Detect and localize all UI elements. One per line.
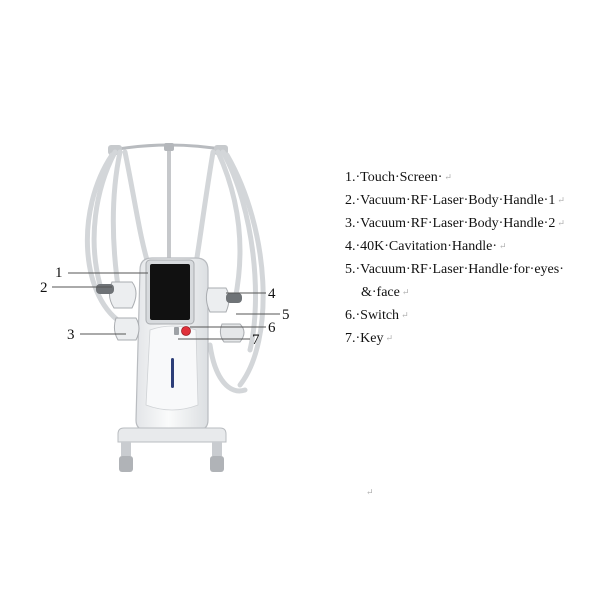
callout-number-3: 3 [67,327,75,343]
legend-item-text: 4.·40K·Cavitation·Handle· [345,239,498,254]
callout-number-1: 1 [55,265,63,281]
legend-item: 2.·Vacuum·RF·Laser·Body·Handle·1↵ [345,189,595,212]
touch-screen [145,259,195,325]
paragraph-mark: ↵ [401,310,409,321]
legend-item: 1.·Touch·Screen·↵ [345,166,595,189]
legend-item: 5.·Vacuum·RF·Laser·Handle·for·eyes· [345,258,595,281]
switch [181,326,191,336]
legend-item-text: 1.·Touch·Screen· [345,170,443,185]
legend-item-text: 5.·Vacuum·RF·Laser·Handle·for·eyes· [345,262,564,277]
legend-item: 4.·40K·Cavitation·Handle·↵ [345,235,595,258]
paragraph-mark: ↵ [385,333,394,344]
body-handle-2 [113,317,140,341]
callout-number-2: 2 [40,280,48,296]
callout-number-4: 4 [268,286,276,302]
paragraph-mark: ↵ [444,172,452,183]
callout-number-5: 5 [282,307,290,323]
paragraph-mark: ↵ [401,287,410,298]
legend-item-continuation: &·face↵ [345,281,595,304]
legend-item: 6.·Switch↵ [345,304,595,327]
paragraph-mark: ↵ [366,487,374,497]
legend-item-text: 3.·Vacuum·RF·Laser·Body·Handle·2 [345,216,556,231]
legend-item-text: 6.·Switch [345,308,400,323]
legend-item-text: 2.·Vacuum·RF·Laser·Body·Handle·1 [345,193,556,208]
body-handle-1 [96,281,137,309]
callout-number-6: 6 [268,320,276,336]
caster-wheel [210,442,224,472]
accent-stripe [171,358,174,388]
legend-item-text: 7.·Key [345,331,384,346]
parts-legend: 1.·Touch·Screen·↵ 2.·Vacuum·RF·Laser·Bod… [345,166,595,350]
paragraph-mark: ↵ [499,241,507,252]
caster-wheel [119,442,133,472]
key [174,327,179,335]
callout-number-7: 7 [252,332,260,348]
paragraph-mark: ↵ [557,195,565,206]
legend-item-text: &·face [361,285,400,300]
legend-item: 7.·Key↵ [345,327,595,350]
legend-item: 3.·Vacuum·RF·Laser·Body·Handle·2↵ [345,212,595,235]
paragraph-mark: ↵ [557,218,565,229]
callout-lines [52,272,280,340]
cavitation-handle [205,287,242,313]
